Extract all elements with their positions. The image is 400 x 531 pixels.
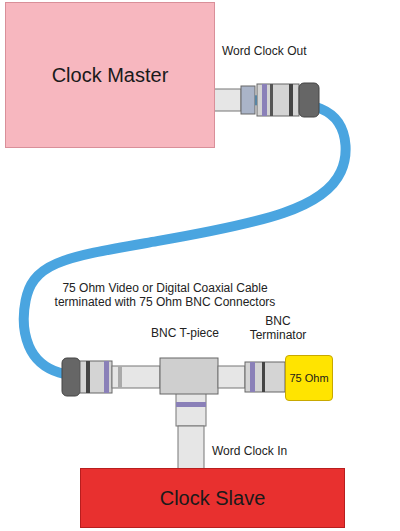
node-title: 75 Ohm [289, 372, 328, 385]
port-label: Word Clock Out [222, 44, 342, 58]
node-title: Clock Slave [160, 487, 266, 510]
cable-label: 75 Ohm Video or Digital Coaxial Cable te… [40, 281, 290, 309]
bnc-terminator-body [245, 362, 285, 392]
bnc-t-piece [112, 358, 245, 426]
node-title: Clock Master [52, 64, 169, 87]
master-box: Clock Master [5, 2, 215, 148]
slave-bnc-jack [178, 426, 204, 469]
slave-box: Clock Slave [80, 468, 345, 528]
port-label: Word Clock In [212, 444, 322, 458]
cable-bnc-plug [62, 358, 112, 396]
master-bnc-connector [205, 83, 319, 117]
part-label: BNC T-piece [140, 326, 230, 340]
terminator-box: 75 Ohm [285, 355, 333, 401]
coax-cable [24, 100, 346, 468]
part-label: BNC Terminator [243, 314, 313, 342]
